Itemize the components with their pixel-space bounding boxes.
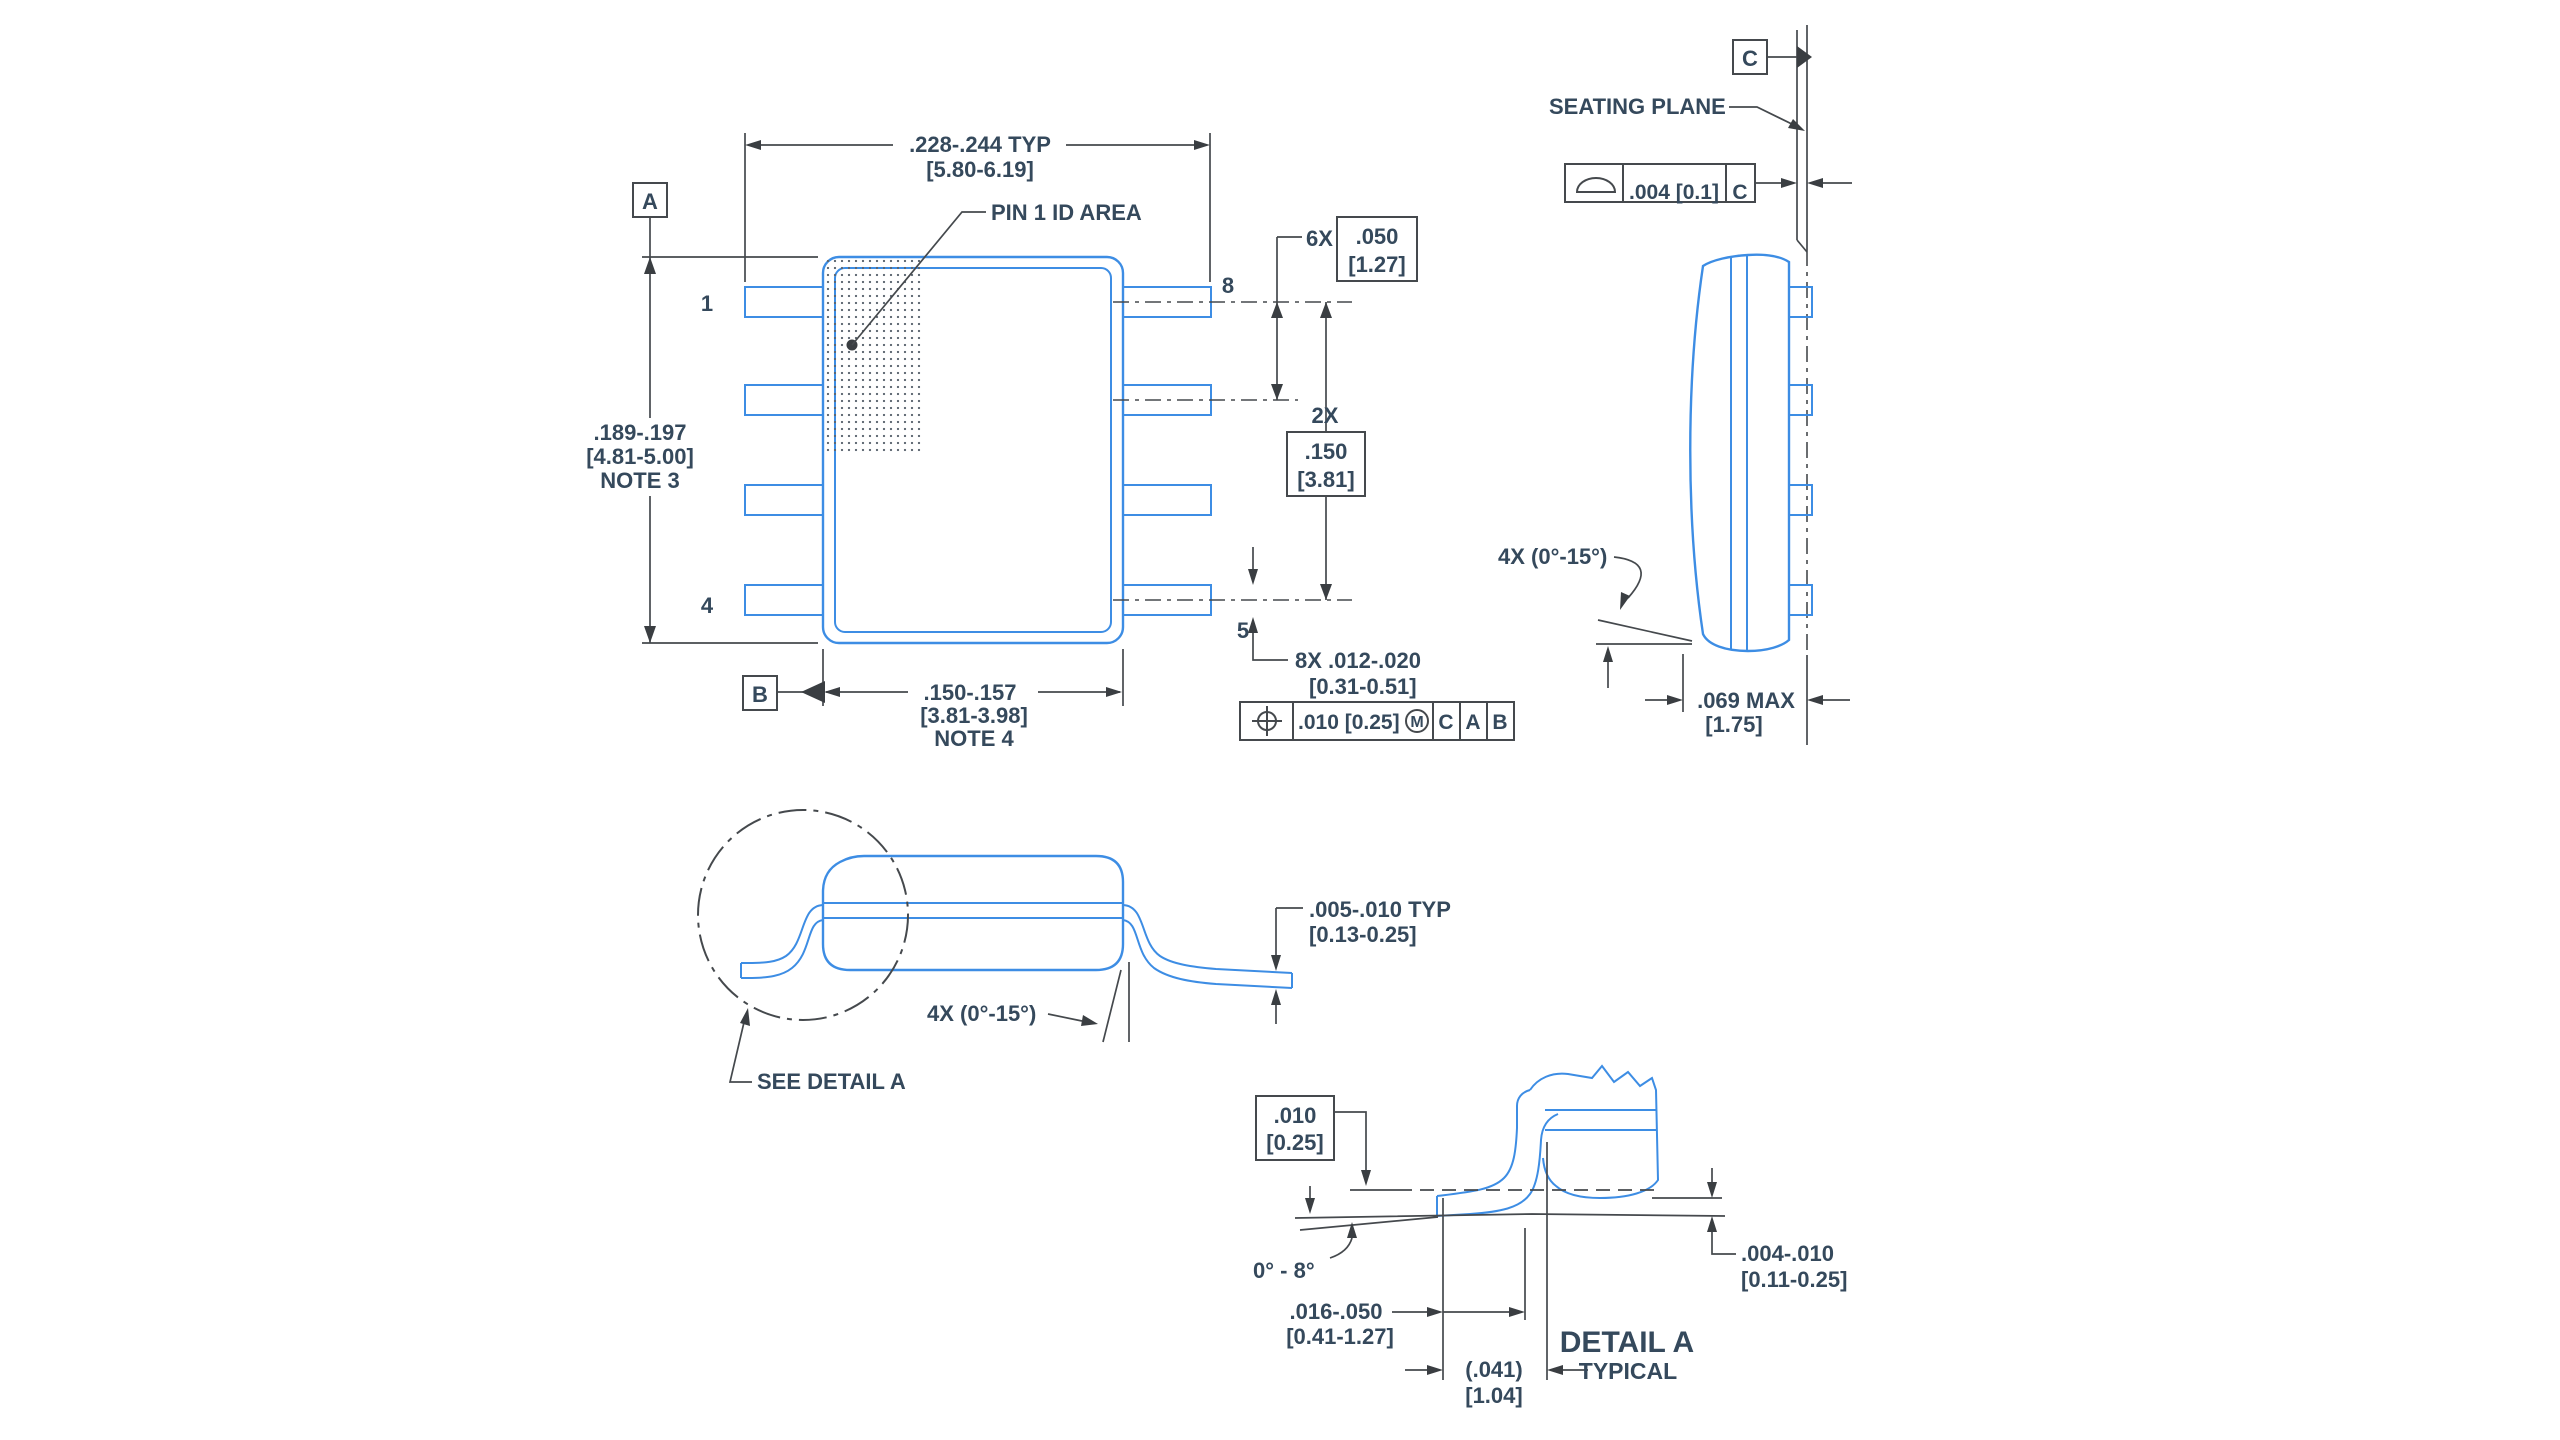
datum-c-label: C	[1742, 46, 1758, 71]
datum-c: C	[1732, 39, 1812, 75]
datum-b-box	[742, 675, 778, 711]
pitch-value: .050	[1356, 224, 1399, 249]
flatness-tolerance: .004 [0.1]	[1629, 181, 1719, 204]
span-qty: 2X	[1312, 403, 1339, 428]
overall-width-dimension: .228-.244 TYP [5.80-6.19]	[744, 132, 1211, 282]
position-fcf: .010 [0.25] M C A B	[1239, 701, 1515, 741]
standoff-dimension: .004-.010 [0.11-0.25]	[1652, 1168, 1847, 1292]
detail-lead-geometry	[1436, 1064, 1660, 1217]
package-profile	[1689, 253, 1813, 653]
front-view: .228-.244 TYP [5.80-6.19] A .189-.197 [4…	[566, 132, 1515, 751]
lead-thickness-dimension: .005-.010 TYP [0.13-0.25]	[1271, 897, 1451, 1024]
side-lead-angle-label: 4X (0°-15°)	[1498, 544, 1607, 569]
package-height-value-mm: [1.75]	[1705, 712, 1762, 737]
flatness-fcf: .004 [0.1] C	[1564, 163, 1852, 204]
lead-width-value-mm: [0.31-0.51]	[1309, 674, 1417, 699]
body-width-value-mm: [3.81-3.98]	[920, 703, 1028, 728]
body-height-note: NOTE 3	[600, 468, 679, 493]
body-height-dimension: A .189-.197 [4.81-5.00] NOTE 3	[566, 182, 818, 644]
detail-a-circle	[697, 809, 909, 1021]
datum-a-label: A	[642, 189, 658, 214]
lead-width-value: 8X .012-.020	[1295, 648, 1421, 673]
side-view: C SEATING PLANE .004 [0.1] C	[1498, 25, 1852, 745]
detail-a-title: DETAIL A	[1560, 1326, 1694, 1359]
datum-b-label: B	[752, 682, 768, 707]
standoff-value-mm: [0.11-0.25]	[1741, 1267, 1847, 1292]
gauge-plane-dimension: .010 [0.25]	[1255, 1095, 1371, 1186]
gauge-value-mm: [0.25]	[1266, 1130, 1323, 1155]
foot-length-value: .016-.050	[1290, 1299, 1383, 1324]
detail-a-subtitle: TYPICAL	[1579, 1358, 1677, 1384]
span-dimension: 2X .150 [3.81]	[1286, 302, 1366, 600]
see-detail-label: SEE DETAIL A	[757, 1069, 906, 1094]
body-height-value-mm: [4.81-5.00]	[586, 444, 694, 469]
foot-angle-callout: 0° - 8°	[1253, 1186, 1357, 1283]
pin-1-label: 1	[701, 291, 713, 316]
overall-width-value: .228-.244 TYP	[909, 132, 1051, 157]
span-value-mm: [3.81]	[1297, 467, 1354, 492]
overall-width-value-mm: [5.80-6.19]	[926, 157, 1034, 182]
package-height-dimension: .069 MAX [1.75]	[1645, 654, 1850, 737]
lead-width-dimension: 8X .012-.020 [0.31-0.51]	[1248, 547, 1421, 699]
package-body	[744, 255, 1212, 645]
pin-8-label: 8	[1222, 273, 1234, 298]
span-value: .150	[1305, 439, 1348, 464]
gauge-value: .010	[1274, 1103, 1317, 1128]
see-detail-callout: SEE DETAIL A	[728, 1008, 906, 1094]
fcf-datum-2: A	[1465, 711, 1480, 734]
package-height-value: .069 MAX	[1697, 688, 1795, 713]
detail-a-view: .010 [0.25] 0° - 8° .016-.050	[1253, 1064, 1847, 1408]
body-width-dimension: B .150-.157 [3.81-3.98] NOTE 4	[742, 649, 1124, 751]
lead-elevation-view: SEE DETAIL A 4X (0°-15°) .005-.010 TYP […	[697, 809, 1451, 1094]
foot-angle-line	[1299, 1216, 1439, 1231]
pitch-qty: 6X	[1306, 226, 1333, 251]
pitch-dimension: 6X .050 [1.27]	[1271, 216, 1418, 400]
pin-5-label: 5	[1237, 618, 1249, 643]
gauge-basic-box	[1255, 1095, 1335, 1161]
pin-centerlines	[1113, 301, 1352, 601]
pin-4-label: 4	[701, 593, 714, 618]
lead-thickness-value-mm: [0.13-0.25]	[1309, 922, 1417, 947]
package-elevation	[740, 854, 1293, 989]
foot-bottom-line	[1294, 1213, 1726, 1219]
lead-angle-label: 4X (0°-15°)	[927, 1001, 1036, 1026]
seating-plane-callout: SEATING PLANE	[1549, 94, 1805, 131]
fcf-tolerance: .010 [0.25]	[1298, 711, 1400, 734]
lead-length-ref-dimension: (.041) [1.04]	[1405, 1357, 1588, 1408]
foot-angle-label: 0° - 8°	[1253, 1258, 1315, 1283]
mmc-modifier-icon	[1405, 709, 1429, 733]
flatness-datum: C	[1732, 181, 1747, 204]
side-lead-angle-callout: 4X (0°-15°)	[1498, 544, 1693, 688]
lead-length-ref-value-mm: [1.04]	[1465, 1383, 1522, 1408]
seating-plane-symbol-icon	[1575, 177, 1617, 193]
standoff-value: .004-.010	[1741, 1241, 1834, 1266]
fcf-datum-1: C	[1438, 711, 1453, 734]
foot-length-value-mm: [0.41-1.27]	[1286, 1324, 1394, 1349]
foot-length-dimension: .016-.050 [0.41-1.27]	[1286, 1299, 1525, 1349]
lead-thickness-value: .005-.010 TYP	[1309, 897, 1451, 922]
pitch-basic-box	[1336, 216, 1418, 282]
body-width-note: NOTE 4	[934, 726, 1014, 751]
body-height-value: .189-.197	[594, 420, 687, 445]
fcf-datum-3: B	[1492, 711, 1507, 734]
lead-angle-callout: 4X (0°-15°)	[927, 962, 1130, 1043]
seating-plane-label: SEATING PLANE	[1549, 94, 1726, 119]
fcf-modifier: M	[1410, 714, 1423, 731]
lead-length-ref-value: (.041)	[1465, 1357, 1522, 1382]
pin1-id-label: PIN 1 ID AREA	[991, 200, 1142, 225]
datum-a-box	[632, 182, 668, 218]
body-width-value: .150-.157	[924, 680, 1017, 705]
span-basic-box	[1286, 431, 1366, 497]
pin1-id-area-stipple	[822, 258, 922, 455]
pin1-id-callout: PIN 1 ID AREA	[846, 200, 1142, 351]
pitch-value-mm: [1.27]	[1348, 252, 1405, 277]
